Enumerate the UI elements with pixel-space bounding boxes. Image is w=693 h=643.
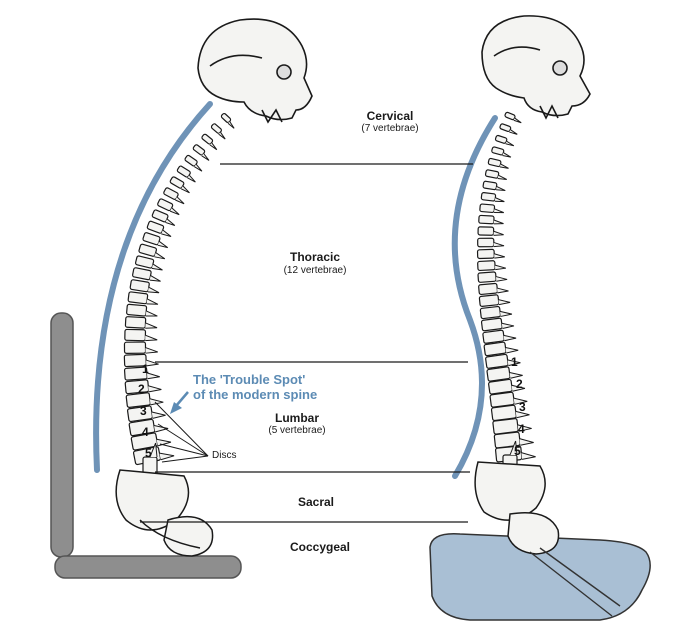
left-vertebra <box>134 255 163 271</box>
left-vertebra <box>210 123 226 140</box>
spine-left <box>123 112 235 484</box>
label-cervical: Cervical <box>366 109 414 123</box>
left-vertebra <box>220 112 235 129</box>
left-vertebra <box>129 279 160 294</box>
right-vertebra <box>486 366 523 382</box>
left-vertebra <box>163 187 185 205</box>
right-vertebra <box>479 305 513 320</box>
label-coccygeal: Coccygeal <box>289 540 351 554</box>
left-vertebra <box>169 176 190 194</box>
right-vertebra <box>480 192 505 203</box>
skull-left <box>197 18 313 124</box>
right-vertebra <box>478 282 509 296</box>
lumbar-number-left-5: 5 <box>145 446 152 460</box>
left-vertebra <box>125 392 164 408</box>
left-vertebra <box>176 165 196 183</box>
right-vertebra <box>482 329 517 344</box>
label-sacral: Sacral <box>297 495 335 509</box>
left-vertebra <box>124 379 162 395</box>
left-vertebra <box>201 133 218 151</box>
right-vertebra <box>478 214 504 225</box>
right-vertebra <box>487 157 509 169</box>
left-vertebra <box>142 232 169 249</box>
lumbar-number-right-2: 2 <box>516 377 523 391</box>
label-lumbar-count: (5 vertebrae) <box>268 425 326 436</box>
lumbar-number-left-4: 4 <box>142 425 149 439</box>
left-vertebra <box>123 341 158 354</box>
left-vertebra <box>138 243 166 260</box>
right-vertebra <box>477 271 508 283</box>
right-vertebra <box>491 146 512 158</box>
right-vertebra <box>477 226 504 236</box>
label-lumbar: Lumbar <box>274 411 319 425</box>
left-vertebra <box>192 144 210 161</box>
right-vertebra <box>504 111 522 124</box>
right-vertebra <box>478 294 511 307</box>
right-vertebra <box>482 180 506 192</box>
right-vertebra <box>488 378 526 395</box>
right-vertebra <box>493 431 534 449</box>
right-vertebra <box>476 248 505 260</box>
region-dividers <box>140 163 473 523</box>
chair-back <box>50 312 74 558</box>
right-vertebra <box>494 134 515 147</box>
callout-arrowhead <box>170 402 182 414</box>
lumbar-number-right-5: 5 <box>514 444 521 458</box>
label-cervical-count: (7 vertebrae) <box>361 123 419 134</box>
right-vertebra <box>490 404 530 422</box>
curve-left-slumped <box>93 101 213 473</box>
left-vertebra <box>151 209 176 226</box>
left-vertebra <box>157 198 180 216</box>
left-vertebra <box>124 316 158 329</box>
left-vertebra <box>184 154 203 172</box>
left-vertebra <box>123 366 160 381</box>
left-vertebra <box>132 267 161 282</box>
lumbar-number-right-1: 1 <box>511 355 518 369</box>
lumbar-number-left-2: 2 <box>138 382 145 396</box>
left-vertebra <box>146 220 172 238</box>
disc-pointers <box>154 401 209 463</box>
lumbar-number-right-4: 4 <box>518 422 525 436</box>
left-vertebra <box>126 405 166 423</box>
left-vertebra <box>127 291 159 305</box>
right-vertebra <box>492 418 532 435</box>
label-thoracic: Thoracic <box>289 250 340 264</box>
chair-seat <box>54 555 242 579</box>
right-vertebra <box>477 237 505 248</box>
lumbar-number-left-3: 3 <box>140 404 147 418</box>
lumbar-number-left-1: 1 <box>142 362 149 376</box>
callout-line-1: The 'Trouble Spot' <box>193 372 306 387</box>
right-vertebra <box>489 391 528 408</box>
spine-right <box>476 111 536 482</box>
chair <box>50 312 242 579</box>
skull-right <box>481 15 591 120</box>
right-vertebra <box>499 123 518 135</box>
left-vertebra <box>123 353 159 368</box>
right-vertebra <box>483 341 519 357</box>
left-vertebra <box>126 303 158 317</box>
lumbar-number-right-3: 3 <box>519 400 526 414</box>
left-vertebra <box>128 418 169 437</box>
trouble-spot-callout: The 'Trouble Spot' of the modern spine <box>193 372 317 402</box>
right-vertebra <box>479 203 504 214</box>
label-thoracic-count: (12 vertebrae) <box>283 265 347 276</box>
pelvis-right <box>474 461 621 617</box>
callout-arrow <box>175 391 189 407</box>
callout-line-2: of the modern spine <box>193 387 318 402</box>
label-discs: Discs <box>212 450 237 461</box>
left-vertebra <box>124 328 158 342</box>
right-vertebra <box>477 260 506 272</box>
right-vertebra <box>485 353 521 369</box>
pelvis-left <box>115 469 214 557</box>
seat-cushion <box>429 533 651 621</box>
right-vertebra <box>484 169 507 180</box>
curve-right-upright <box>451 115 498 479</box>
right-vertebra <box>480 317 515 332</box>
